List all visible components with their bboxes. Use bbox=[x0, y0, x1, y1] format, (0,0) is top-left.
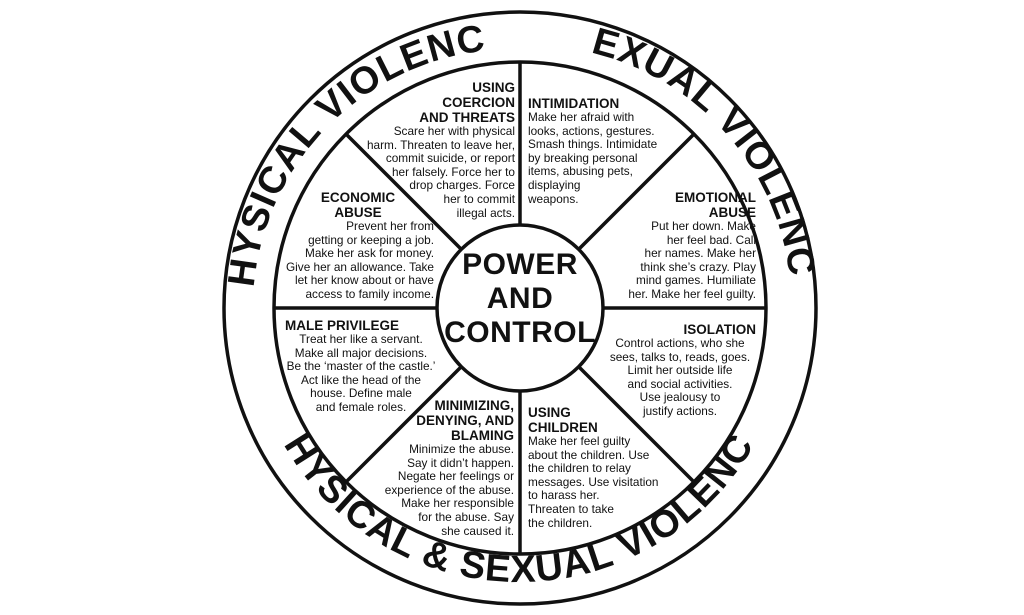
segment-title: MINIMIZING, DENYING, AND BLAMING bbox=[416, 398, 514, 443]
center-label: POWER AND CONTROL bbox=[440, 248, 600, 350]
segment-body: Prevent her from getting or keeping a jo… bbox=[286, 219, 434, 301]
segment-title: USING COERCION AND THREATS bbox=[419, 80, 515, 125]
segment-using-children: USING CHILDREN Make her feel guilty abou… bbox=[528, 405, 680, 530]
center-line-control: CONTROL bbox=[444, 316, 596, 349]
segment-intimidation: INTIMIDATION Make her afraid with looks,… bbox=[528, 96, 678, 206]
segment-male-privilege: MALE PRIVILEGE Treat her like a servant.… bbox=[285, 318, 437, 415]
segment-title: MALE PRIVILEGE bbox=[285, 318, 400, 333]
segment-minimizing-denying-blaming: MINIMIZING, DENYING, AND BLAMING Minimiz… bbox=[362, 398, 514, 538]
segment-title: EMOTIONAL ABUSE bbox=[675, 190, 756, 220]
segment-body: Put her down. Make her feel bad. Call he… bbox=[628, 219, 756, 301]
segment-isolation: ISOLATION Control actions, who she sees,… bbox=[604, 322, 756, 419]
spokes bbox=[274, 62, 766, 554]
segment-body: Treat her like a servant. Make all major… bbox=[286, 332, 436, 414]
segment-body: Make her feel guilty about the children.… bbox=[528, 434, 659, 530]
segment-economic-abuse: ECONOMIC ABUSE Prevent her from getting … bbox=[282, 190, 434, 302]
segment-coercion-threats: USING COERCION AND THREATS Scare her wit… bbox=[355, 80, 515, 220]
segment-title: USING CHILDREN bbox=[528, 405, 598, 435]
outer-ring bbox=[222, 10, 818, 606]
segment-emotional-abuse: EMOTIONAL ABUSE Put her down. Make her f… bbox=[606, 190, 756, 302]
center-line-power: POWER bbox=[462, 248, 578, 281]
segment-body: Control actions, who she sees, talks to,… bbox=[609, 336, 751, 418]
spoke-top-right bbox=[577, 132, 696, 251]
segment-body: Minimize the abuse. Say it didn’t happen… bbox=[384, 442, 514, 538]
spoke-bottom-right bbox=[577, 365, 696, 484]
center-line-and: AND bbox=[486, 282, 554, 315]
segment-title: ECONOMIC ABUSE bbox=[320, 190, 396, 220]
segment-title: ISOLATION bbox=[683, 322, 757, 337]
spoke-top-left bbox=[344, 132, 463, 251]
segment-body: Make her afraid with looks, actions, ges… bbox=[528, 110, 658, 206]
segment-title: INTIMIDATION bbox=[528, 96, 620, 111]
segment-body: Scare her with physical harm. Threaten t… bbox=[367, 124, 515, 220]
spoke-bottom-left bbox=[344, 365, 463, 484]
